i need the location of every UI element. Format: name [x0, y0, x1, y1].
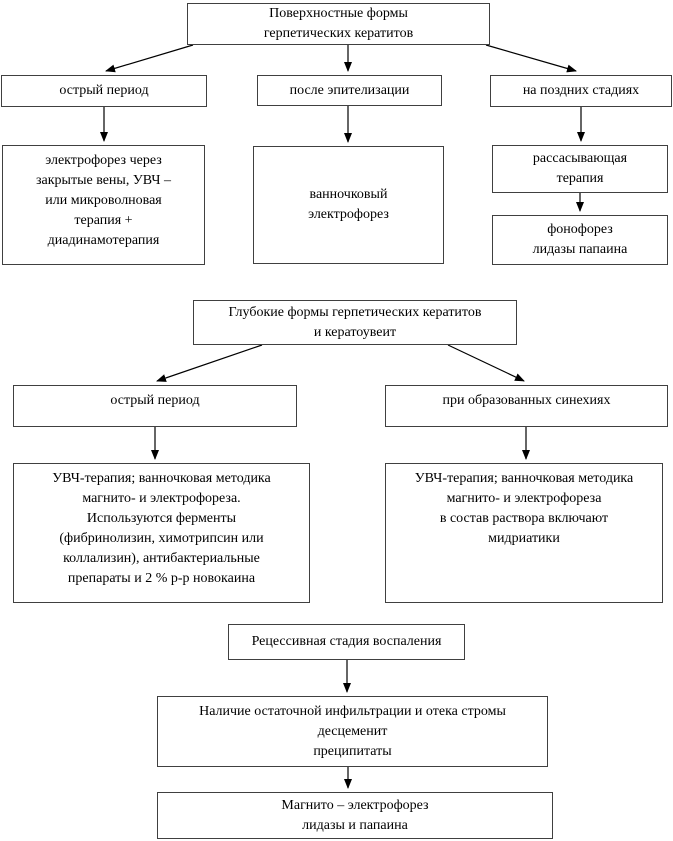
arrow-superficial-to-late-stages: [485, 44, 577, 73]
node-magneto-electrophoresis: Магнито – электрофорез лидазы и папаина: [157, 792, 553, 839]
node-late-stages: на поздних стадиях: [490, 75, 672, 107]
node-after-epithelialization: после эпителизации: [257, 75, 442, 106]
node-superficial-forms-title: Поверхностные формы герпетических керати…: [187, 3, 490, 45]
node-recessive-stage: Рецессивная стадия воспаления: [228, 624, 465, 660]
arrow-deep-to-synechiae: [447, 344, 525, 382]
arrow-deep-to-acute: [156, 344, 263, 382]
node-deep-forms-title: Глубокие формы герпетических кератитов и…: [193, 300, 517, 345]
node-acute-period-deep: острый период: [13, 385, 297, 427]
arrow-superficial-to-acute: [105, 44, 194, 73]
node-bath-electrophoresis: ванночковый электрофорез: [253, 146, 444, 264]
node-phonophoresis-lidase-papain: фонофорез лидазы папаина: [492, 215, 668, 265]
node-electrophoresis-closed-veins: электрофорез через закрытые вены, УВЧ – …: [2, 145, 205, 265]
node-deep-acute-treatment: УВЧ-терапия; ванночковая методика магнит…: [13, 463, 310, 603]
node-formed-synechiae: при образованных синехиях: [385, 385, 668, 427]
node-resolving-therapy: рассасывающая терапия: [492, 145, 668, 193]
node-residual-infiltration: Наличие остаточной инфильтрации и отека …: [157, 696, 548, 767]
node-deep-synechiae-treatment: УВЧ-терапия; ванночковая методика магнит…: [385, 463, 663, 603]
node-acute-period-superficial: острый период: [1, 75, 207, 107]
